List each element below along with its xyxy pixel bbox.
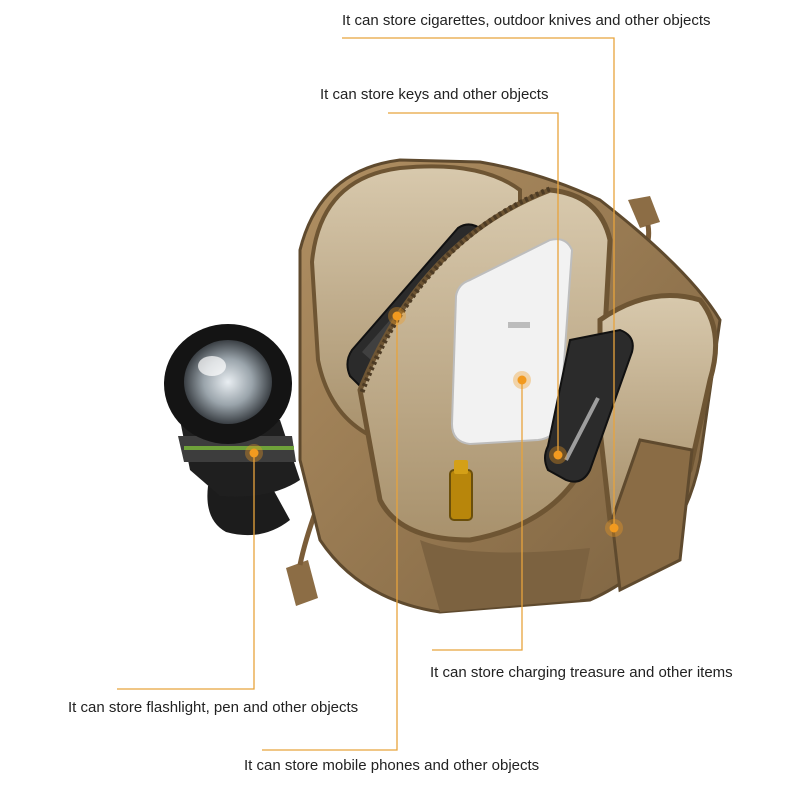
power-bank [450, 238, 574, 446]
callout-dot-cigarettes [605, 519, 623, 537]
knife [544, 328, 634, 483]
callout-line-keys [388, 112, 559, 455]
pouch-bottom [420, 540, 590, 612]
molle-panel [610, 438, 694, 593]
label-cigarettes: It can store cigarettes, outdoor knives … [342, 12, 711, 29]
knife-pen [564, 397, 600, 461]
tactical-pouch [164, 158, 722, 614]
lighter-top [454, 460, 468, 474]
flashlight-lens-glare [198, 356, 226, 376]
label-phones: It can store mobile phones and other obj… [244, 757, 540, 774]
flashlight [164, 324, 300, 536]
callout-dots [245, 307, 623, 537]
callout-dot-keys [549, 446, 567, 464]
power-bank-port [508, 322, 530, 328]
callout-line-phones [262, 316, 398, 751]
callout-dot-phones [388, 307, 406, 325]
label-flashlight: It can store flashlight, pen and other o… [68, 699, 359, 716]
callouts [117, 37, 615, 751]
pull-cord-bottom [286, 560, 318, 606]
callout-line-charging [432, 380, 523, 651]
callout-dot-charging [513, 371, 531, 389]
callout-dot-flashlight [245, 444, 263, 462]
label-keys: It can store keys and other objects [320, 86, 549, 103]
pull-cord-top [628, 196, 660, 228]
flashlight-lens [184, 340, 272, 424]
label-charging: It can store charging treasure and other… [430, 664, 733, 681]
callout-line-flashlight [117, 453, 255, 690]
callout-line-cigarettes [342, 37, 615, 528]
lighter [449, 469, 473, 521]
